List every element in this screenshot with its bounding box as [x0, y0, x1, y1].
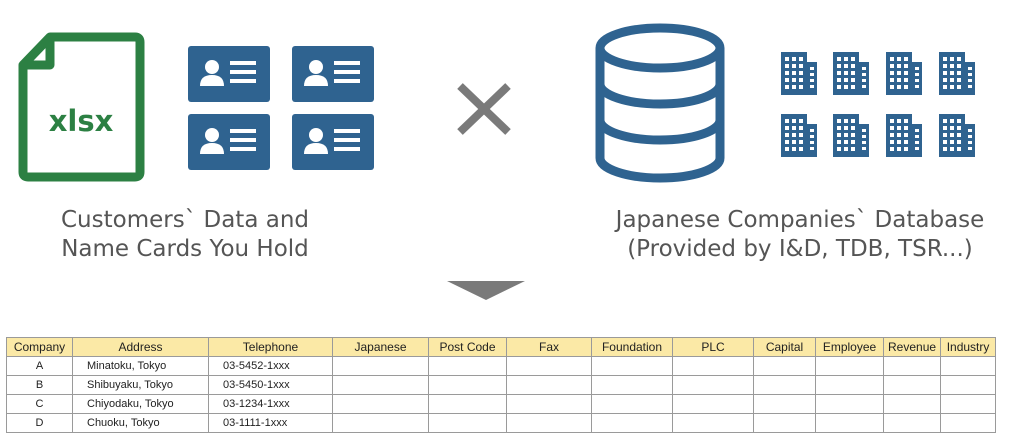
name-card-icon: [292, 46, 374, 102]
table-cell: [332, 356, 429, 376]
table-cell: [815, 356, 884, 376]
column-header: Industry: [940, 337, 997, 357]
name-card-icon: [188, 114, 270, 170]
name-card-icon: [292, 114, 374, 170]
table-cell: Shibuyaku, Tokyo: [72, 375, 209, 395]
table-cell: [753, 356, 816, 376]
right-caption-line1: Japanese Companies` Database: [615, 207, 985, 233]
table-cell: [753, 394, 816, 414]
table-cell: [882, 394, 942, 414]
table-cell: 03-5450-1xxx: [208, 375, 333, 395]
table-cell: [428, 375, 507, 395]
column-header: Post Code: [428, 337, 507, 357]
table-cell: [753, 413, 816, 433]
table-cell: Chuoku, Tokyo: [72, 413, 209, 433]
table-cell: [332, 413, 429, 433]
table-cell: [428, 394, 507, 414]
table-cell: [506, 394, 592, 414]
table-cell: [815, 413, 884, 433]
table-cell: [815, 375, 884, 395]
table-cell: [591, 394, 673, 414]
table-cell: 03-1234-1xxx: [208, 394, 333, 414]
left-caption-line1: Customers` Data and: [60, 207, 309, 233]
column-header: Fax: [506, 337, 592, 357]
table-cell: A: [6, 356, 73, 376]
column-header: Japanese: [332, 337, 429, 357]
left-caption: Customers` Data and Name Cards You Hold: [40, 206, 330, 264]
building-icon: [939, 52, 975, 95]
left-caption-line2: Name Cards You Hold: [61, 236, 309, 262]
table-cell: Minatoku, Tokyo: [72, 356, 209, 376]
table-cell: [591, 356, 673, 376]
table-cell: D: [6, 413, 73, 433]
building-icon: [781, 52, 817, 95]
table-cell: [940, 413, 997, 433]
table-cell: [506, 413, 592, 433]
table-cell: [506, 375, 592, 395]
xlsx-file-icon: xlsx: [18, 32, 145, 182]
building-icon: [939, 114, 975, 157]
building-icon: [833, 52, 869, 95]
table-cell: [428, 356, 507, 376]
table-cell: [672, 413, 754, 433]
right-caption-line2: (Provided by I&D, TDB, TSR...): [627, 236, 973, 262]
column-header: Revenue: [882, 337, 942, 357]
table-cell: [332, 394, 429, 414]
column-header: Company: [6, 337, 73, 357]
right-caption: Japanese Companies` Database (Provided b…: [594, 206, 1006, 264]
file-icon-label: xlsx: [49, 104, 114, 138]
table-cell: [672, 375, 754, 395]
table-cell: [940, 394, 997, 414]
table-cell: [882, 375, 942, 395]
table-cell: B: [6, 375, 73, 395]
table-cell: [506, 356, 592, 376]
table-cell: [591, 413, 673, 433]
table-cell: [882, 356, 942, 376]
column-header: Address: [72, 337, 209, 357]
column-header: Employee: [815, 337, 884, 357]
table-cell: 03-5452-1xxx: [208, 356, 333, 376]
table-cell: [428, 413, 507, 433]
building-icon: [833, 114, 869, 157]
database-icon: [595, 23, 725, 183]
column-header: Foundation: [591, 337, 673, 357]
column-header: Telephone: [208, 337, 333, 357]
name-card-icon: [188, 46, 270, 102]
building-icon: [886, 114, 922, 157]
table-cell: 03-1111-1xxx: [208, 413, 333, 433]
down-arrow-icon: [447, 281, 525, 300]
building-icon: [781, 114, 817, 157]
table-cell: [672, 356, 754, 376]
table-cell: [753, 375, 816, 395]
table-cell: [815, 394, 884, 414]
table-cell: [882, 413, 942, 433]
multiply-icon: [457, 83, 511, 135]
table-cell: [940, 375, 997, 395]
table-cell: [332, 375, 429, 395]
table-cell: C: [6, 394, 73, 414]
column-header: Capital: [753, 337, 816, 357]
building-icon: [886, 52, 922, 95]
table-cell: [591, 375, 673, 395]
table-cell: [940, 356, 997, 376]
table-cell: [672, 394, 754, 414]
column-header: PLC: [672, 337, 754, 357]
table-cell: Chiyodaku, Tokyo: [72, 394, 209, 414]
